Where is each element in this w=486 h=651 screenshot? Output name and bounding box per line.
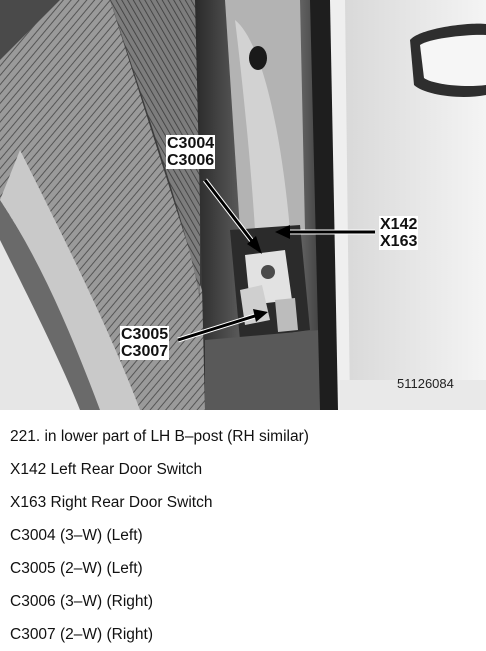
callout-x142-x163: X142 X163 [379,216,419,250]
legend-line-x163: X163 Right Rear Door Switch [10,494,213,511]
component-legend: 221. in lower part of LH B–post (RH simi… [10,420,480,651]
leader-lines [177,178,375,343]
callout-label-x142: X142 [380,216,418,233]
component-location-photo: C3004 C3006 X142 X163 C3005 C3007 511260… [0,0,486,410]
callout-c3004-c3006: C3004 C3006 [166,135,216,169]
callout-label-c3005: C3005 [121,326,169,343]
callout-label-c3006: C3006 [167,152,215,169]
callout-c3005-c3007: C3005 C3007 [120,326,170,360]
legend-line-c3005: C3005 (2–W) (Left) [10,560,143,577]
figure-number: 51126084 [397,376,454,391]
legend-line-c3007: C3007 (2–W) (Right) [10,626,153,643]
callout-label-c3004: C3004 [167,135,215,152]
callout-label-x163: X163 [380,233,418,250]
legend-line-x142: X142 Left Rear Door Switch [10,461,203,478]
legend-line-c3004: C3004 (3–W) (Left) [10,527,143,544]
b-post-photo-illustration [0,0,486,410]
legend-line-location: 221. in lower part of LH B–post (RH simi… [10,428,309,445]
callout-label-c3007: C3007 [121,343,169,360]
legend-line-c3006: C3006 (3–W) (Right) [10,593,153,610]
